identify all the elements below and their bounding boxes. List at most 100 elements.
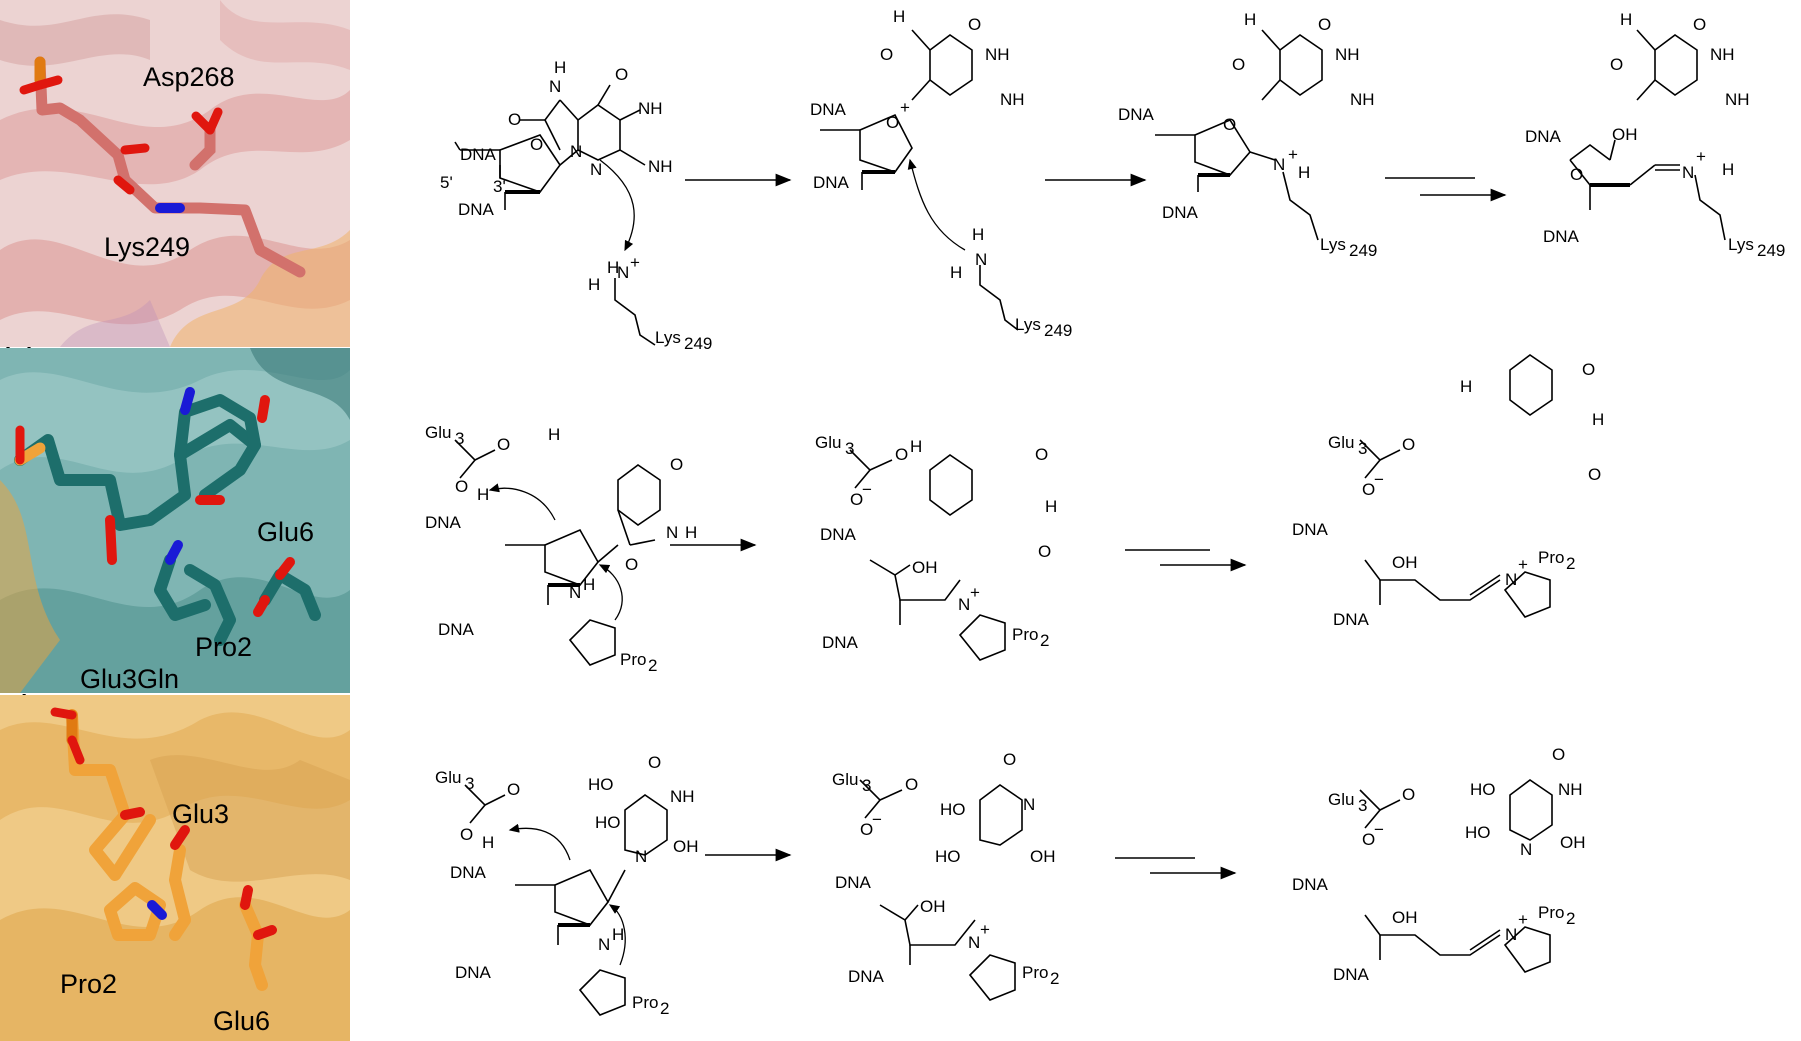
label-lys-sub: 249 [684, 334, 712, 353]
label-pro-c2: Pro [1022, 963, 1048, 982]
label-oxocarbenium-plus: + [900, 98, 910, 117]
label-h-b2: H [1045, 497, 1057, 516]
label-s3-h7: H [1244, 10, 1256, 29]
label-carboxyl-o-b2: O [895, 445, 908, 464]
label-h2n-b3: H [1460, 377, 1472, 396]
label-pro-sub-b1: 2 [648, 656, 657, 675]
label-glu-sub-b3: 3 [1358, 439, 1367, 458]
label-pro-sub-c3: 2 [1566, 909, 1575, 928]
label-oh-c3: OH [1392, 908, 1418, 927]
scheme-a-structure-3: DNA DNA O N H + Lys 249 H O O NH NH [1118, 10, 1377, 260]
label-ho-c1b: HO [595, 813, 621, 832]
scheme-c: Glu 3 O O H DNA DNA HO HO O NH OH N [435, 745, 1586, 1018]
label-oxocarbenium-o: O [886, 113, 899, 132]
label-s2-nh1: NH [985, 45, 1010, 64]
label-pro-h-c1: H [612, 925, 624, 944]
label-o8-b3: O [1588, 465, 1601, 484]
label-s4-n: N [1682, 163, 1694, 182]
label-dna-3-b1: DNA [438, 620, 475, 639]
label-carboxyl-o-b1: O [497, 435, 510, 454]
label-carboxyl-h-b1: H [477, 485, 489, 504]
label-s4-h7: H [1620, 10, 1632, 29]
label-dna-3-c3: DNA [1333, 965, 1370, 984]
scheme-b-structure-2: Glu 3 O O − DNA DNA OH N + Pro 2 H O H [815, 433, 1057, 661]
label-n3: N [590, 160, 602, 179]
label-o6: O [615, 65, 628, 84]
label-carboxyl-o-c2: O [905, 775, 918, 794]
scheme-b: Glu 3 O O H DNA DNA H N H Pro 2 [425, 354, 1604, 675]
label-glu-b3: Glu [1328, 433, 1354, 452]
label-s4-oh: OH [1612, 125, 1638, 144]
label-dna-5-c3: DNA [1292, 875, 1329, 894]
scheme-b-structure-3: Glu 3 O O − DNA DNA OH N + Pro 2 H O H [1292, 354, 1604, 629]
label-s4-lys: Lys [1728, 235, 1754, 254]
label-carboxyl-oh-b1: O [455, 477, 468, 496]
label-s2-o6: O [968, 15, 981, 34]
label-s3-o6: O [1318, 15, 1331, 34]
label-carboxylate-o-b2: O [850, 490, 863, 509]
label-o8-b1: O [625, 555, 638, 574]
label-h7: H [554, 58, 566, 77]
residue-label-pro2-b: Pro2 [195, 632, 252, 662]
label-glu-c2: Glu [832, 770, 858, 789]
label-pro-n-c1: N [598, 935, 610, 954]
label-plus-b3: + [1518, 555, 1528, 574]
label-pro-h-b1: H [583, 575, 595, 594]
label-o8-b2: O [1038, 542, 1051, 561]
label-o6-b2: O [1035, 445, 1048, 464]
label-nh2: NH [648, 157, 673, 176]
label-s3-plus: + [1288, 145, 1298, 164]
label-s3-lys: Lys [1320, 235, 1346, 254]
label-s4-nh1: NH [1710, 45, 1735, 64]
label-plus-c2: + [980, 920, 990, 939]
label-s4-o5: O [1570, 165, 1583, 184]
label-glu-b2: Glu [815, 433, 841, 452]
label-s2-lys: Lys [1015, 315, 1041, 334]
label-pro-sub-b3: 2 [1566, 554, 1575, 573]
label-oh-c1: OH [673, 837, 699, 856]
label-s2-lys-h2: H [950, 263, 962, 282]
label-plus-b2: + [970, 583, 980, 602]
label-h2n-b1: H [548, 425, 560, 444]
label-3prime: 3' [493, 177, 506, 196]
label-glu-c1: Glu [435, 768, 461, 787]
label-oh-b3: OH [1392, 553, 1418, 572]
label-pro-n-b1: N [569, 583, 581, 602]
label-h-b3: H [1592, 410, 1604, 429]
label-n-c2: N [1023, 795, 1035, 814]
label-pro-n-c2: N [968, 933, 980, 952]
label-s3-o8: O [1232, 55, 1245, 74]
label-oh-b2: OH [912, 558, 938, 577]
label-o6-b3: O [1582, 360, 1595, 379]
label-minus-b3: − [1374, 470, 1384, 489]
residue-label-glu3-c: Glu3 [172, 799, 229, 829]
label-carboxyl-oh-c1: O [460, 825, 473, 844]
label-n-c3: N [1505, 925, 1517, 944]
label-dna-5-c2: DNA [835, 873, 872, 892]
label-dna-5-b1: DNA [425, 513, 462, 532]
label-pro-sub-b2: 2 [1040, 631, 1049, 650]
scheme-a-structure-1: DNA 5' 3' DNA O H N O N O NH N NH H N + … [440, 58, 712, 353]
label-lys-plus: + [630, 253, 640, 272]
label-lys-h2: H [588, 275, 600, 294]
label-ho-c2b: HO [935, 847, 961, 866]
label-pro-b3: Pro [1538, 548, 1564, 567]
label-o-c3: O [1552, 745, 1565, 764]
scheme-a-structure-2: DNA DNA O + H O O NH NH H N H Lys 249 [810, 7, 1072, 340]
label-n-b2: N [958, 595, 970, 614]
label-s4-plus: + [1696, 147, 1706, 166]
label-pro-c1: Pro [632, 993, 658, 1012]
label-o-c1: O [648, 753, 661, 772]
label-s3-nh1: NH [1335, 45, 1360, 64]
label-o8: O [508, 110, 521, 129]
label-carboxylate-o-b3: O [1362, 480, 1375, 499]
label-dna-5-c1: DNA [450, 863, 487, 882]
label-lys: Lys [655, 328, 681, 347]
label-s4-nh2: NH [1725, 90, 1750, 109]
label-dna-3-c1: DNA [455, 963, 492, 982]
label-ho-c2a: HO [940, 800, 966, 819]
label-oh-c2: OH [920, 897, 946, 916]
label-dna-3-s4: DNA [1543, 227, 1580, 246]
label-dna-5-s2: DNA [810, 100, 847, 119]
